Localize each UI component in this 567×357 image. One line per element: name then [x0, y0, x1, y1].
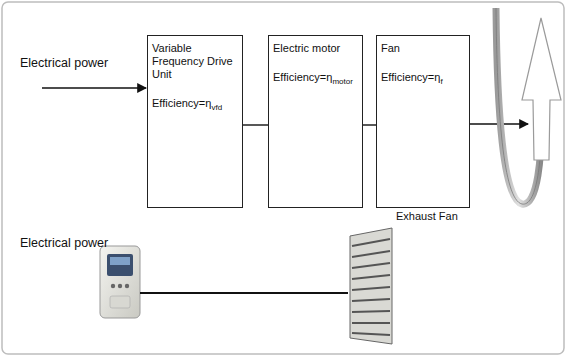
power-arrow: [42, 87, 146, 88]
vfd-device: [100, 246, 140, 318]
efficiency-label: Efficiency=ηvfd: [152, 97, 238, 110]
connector-line: [243, 124, 268, 125]
input-label: Electrical power: [20, 236, 108, 250]
efficiency-label: Efficiency=ηf: [381, 71, 465, 84]
frame: [2, 2, 564, 354]
box-title: Fan: [381, 42, 465, 55]
process-box: Electric motorEfficiency=ηmotor: [268, 35, 363, 208]
exhaust-fan-picture: [350, 228, 392, 344]
input-label: Electrical power: [20, 56, 108, 70]
box-title: Electric motor: [273, 42, 358, 55]
process-box: FanEfficiency=ηf: [376, 35, 470, 208]
flow-arrowhead: [522, 18, 561, 160]
part-name: Exhaust Fan: [396, 210, 458, 222]
connector-line: [363, 124, 376, 125]
efficiency-label: Efficiency=ηmotor: [273, 71, 358, 84]
box-title: Variable Frequency Drive Unit: [152, 42, 238, 81]
process-box: Variable Frequency Drive UnitEfficiency=…: [147, 35, 243, 208]
supply-cable: [140, 292, 348, 294]
